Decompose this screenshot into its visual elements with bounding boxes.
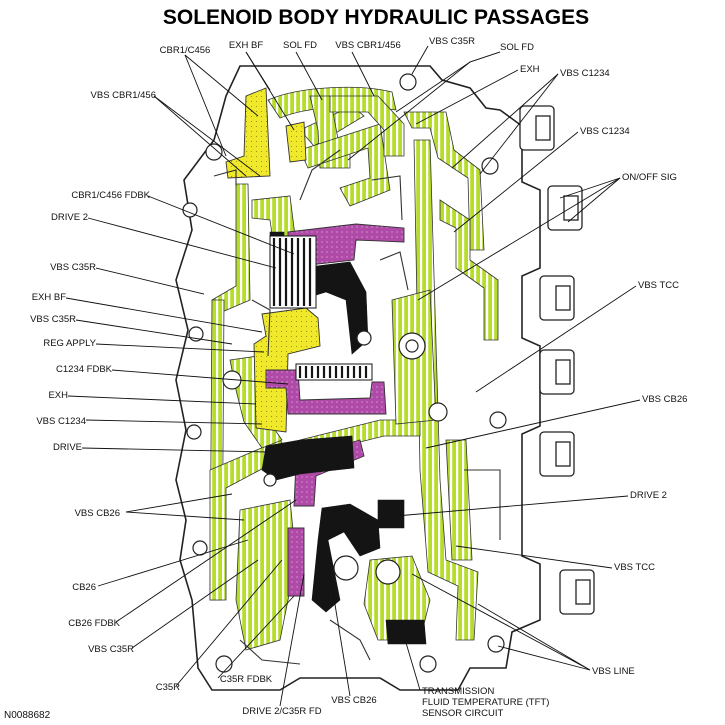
bolt-hole: [399, 73, 417, 91]
bolt-hole: [489, 411, 507, 429]
label-vbs-c35r-top: VBS C35R: [429, 36, 475, 47]
figure-id: N0088682: [4, 710, 51, 721]
bolt-hole: [186, 424, 202, 440]
bolt-hole: [481, 157, 499, 175]
label-exh-right: EXH: [520, 64, 540, 75]
label-c1234-fdbk: C1234 FDBK: [56, 364, 113, 375]
label-vbs-c35r-bottom: VBS C35R: [88, 644, 134, 655]
connector-4-tab: [555, 359, 571, 385]
valve-bore: [356, 330, 372, 346]
comb-passages: [269, 235, 373, 381]
label-vbs-cb26-left: VBS CB26: [75, 508, 120, 519]
yellow-passage-exh-bf-top: [285, 121, 307, 163]
bolt-hole: [419, 655, 437, 673]
black-passage-tft: [385, 619, 427, 645]
label-tft-line2: FLUID TEMPERATURE (TFT): [422, 697, 549, 708]
label-vbs-cb26-bottom: VBS CB26: [331, 695, 376, 706]
label-cb26-fdbk: CB26 FDBK: [68, 618, 120, 629]
label-sol-fd-top: SOL FD: [283, 40, 317, 51]
label-drive-left: DRIVE: [53, 442, 82, 453]
label-vbs-line: VBS LINE: [592, 666, 635, 677]
label-c35r: C35R: [156, 682, 180, 693]
diagram-title: SOLENOID BODY HYDRAULIC PASSAGES: [163, 6, 589, 29]
label-vbs-c35r-left2: VBS C35R: [30, 314, 76, 325]
black-passage-drive2-lower: [311, 503, 381, 613]
label-vbs-c35r-left1: VBS C35R: [50, 262, 96, 273]
label-drive-2-left: DRIVE 2: [51, 212, 88, 223]
valve-bore-inner: [405, 339, 419, 353]
bolt-holes: [182, 73, 507, 673]
label-vbs-cbr1-456-left: VBS CBR1/456: [91, 90, 156, 101]
valve-bore: [428, 402, 448, 422]
label-vbs-tcc-right1: VBS TCC: [638, 280, 679, 291]
green-passage-right-branch: [439, 199, 499, 341]
label-tft-line3: SENSOR CIRCUIT: [422, 708, 503, 719]
label-exh-left: EXH: [48, 390, 68, 401]
label-vbs-cb26-right: VBS CB26: [642, 394, 687, 405]
label-vbs-tcc-right2: VBS TCC: [614, 562, 655, 573]
connector-3-tab: [555, 285, 571, 311]
connector-6-tab: [575, 579, 591, 605]
label-exh-bf-left: EXH BF: [32, 292, 67, 303]
label-vbs-cbr1-456-top: VBS CBR1/456: [335, 40, 400, 51]
label-tft-line1: TRANSMISSION: [422, 686, 494, 697]
label-cb26: CB26: [72, 582, 96, 593]
bolt-hole: [487, 635, 505, 653]
black-passage-drive: [261, 435, 355, 481]
green-passage-right-column: [413, 139, 479, 641]
bolt-hole: [205, 143, 223, 161]
label-drive-2-c35r-fd: DRIVE 2/C35R FD: [242, 706, 321, 717]
label-vbs-c1234-left: VBS C1234: [36, 416, 86, 427]
black-passage-right-small: [377, 499, 405, 529]
label-exh-bf-top: EXH BF: [229, 40, 264, 51]
magenta-passage-c1234-fdbk: [265, 369, 387, 415]
label-sol-fd-right: SOL FD: [500, 42, 534, 53]
valve-bore: [375, 559, 401, 585]
connector-1-tab: [535, 115, 551, 141]
valve-bores: [222, 330, 448, 585]
bolt-hole: [215, 655, 233, 673]
label-drive-2-right: DRIVE 2: [630, 490, 667, 501]
leader-lines: [65, 45, 641, 707]
label-on-off-sig: ON/OFF SIG: [622, 172, 677, 183]
label-reg-apply: REG APPLY: [43, 338, 96, 349]
label-c35r-fdbk: C35R FDBK: [220, 674, 273, 685]
connector-5-tab: [555, 441, 571, 467]
label-vbs-c1234-right2: VBS C1234: [580, 126, 630, 137]
comb-teeth-lower: [298, 366, 368, 378]
valve-bore: [263, 473, 277, 487]
label-cbr1-c456-fdbk: CBR1/C456 FDBK: [71, 190, 150, 201]
magenta-passage-c35r: [287, 527, 305, 597]
solenoid-connectors: [519, 105, 595, 615]
green-passage-lower-left-block: [235, 499, 297, 651]
comb-teeth-upper: [272, 238, 312, 306]
diagram-labels: CBR1/C456 EXH BF SOL FD VBS CBR1/456 VBS…: [30, 36, 687, 719]
valve-bore: [333, 555, 359, 581]
internal-walls: [213, 149, 501, 665]
yellow-passage-cbr1-c456: [225, 87, 271, 179]
label-cbr1-c456: CBR1/C456: [160, 45, 211, 56]
green-passage-vbs-cbr1: [329, 95, 405, 157]
label-vbs-c1234-right1: VBS C1234: [560, 68, 610, 79]
